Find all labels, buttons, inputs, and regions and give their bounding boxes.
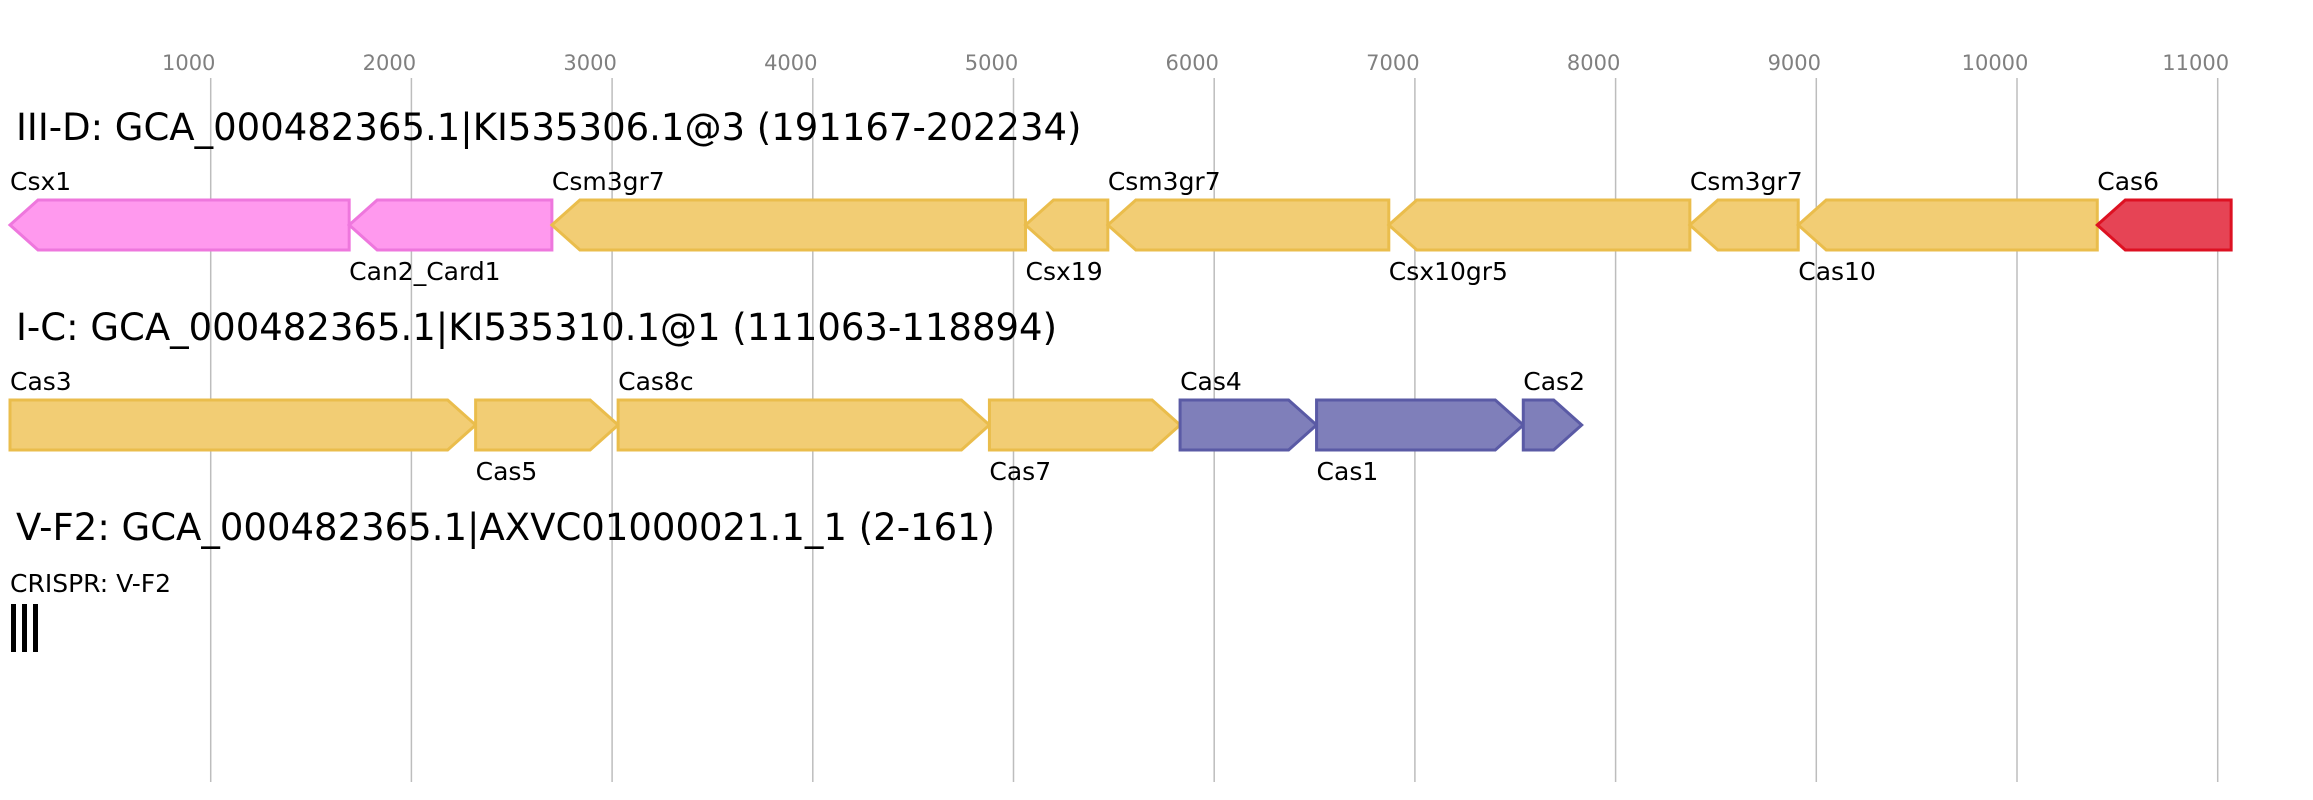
crispr-repeat: [22, 604, 27, 652]
gene-arrow-cas8c[interactable]: [616, 398, 992, 452]
crispr-repeat: [33, 604, 38, 652]
gene-label: Csx19: [1026, 257, 1103, 286]
gene-arrow-csx10gr5[interactable]: [1386, 198, 1692, 252]
gene-arrow-cas4[interactable]: [1178, 398, 1319, 452]
track-title: I-C: GCA_000482365.1|KI535310.1@1 (11106…: [16, 306, 1057, 349]
track: V-F2: GCA_000482365.1|AXVC01000021.1_1 (…: [10, 506, 995, 652]
crispr-repeat: [11, 604, 16, 652]
tick-label: 4000: [764, 51, 817, 75]
gene-label: Csm3gr7: [552, 167, 665, 196]
gene-arrow-can2-card1[interactable]: [346, 198, 554, 252]
tick-label: 11000: [2162, 51, 2229, 75]
tick-label: 10000: [1962, 51, 2029, 75]
gene-label: Cas1: [1317, 457, 1379, 486]
gene-label: Cas6: [2097, 167, 2159, 196]
crispr-label: CRISPR: V-F2: [10, 569, 171, 598]
track-title: III-D: GCA_000482365.1|KI535306.1@3 (191…: [16, 106, 1081, 149]
gene-label: Cas7: [989, 457, 1051, 486]
track-title: V-F2: GCA_000482365.1|AXVC01000021.1_1 (…: [16, 506, 995, 549]
tick-label: 1000: [162, 51, 215, 75]
gene-label: Cas5: [476, 457, 538, 486]
gene-label: Csx10gr5: [1389, 257, 1508, 286]
tick-label: 9000: [1768, 51, 1821, 75]
gene-label: Cas4: [1180, 367, 1242, 396]
gene-arrow-csm3gr7[interactable]: [1687, 198, 1800, 252]
gene-arrow-cas5[interactable]: [474, 398, 621, 452]
tick-label: 5000: [965, 51, 1018, 75]
gene-arrow-csx1[interactable]: [7, 198, 351, 252]
gene-arrow-cas10[interactable]: [1795, 198, 2099, 252]
gene-arrow-cas2[interactable]: [1521, 398, 1584, 452]
tracks: III-D: GCA_000482365.1|KI535306.1@3 (191…: [7, 106, 2233, 652]
gene-arrow-cas7[interactable]: [987, 398, 1183, 452]
gene-label: Csm3gr7: [1690, 167, 1803, 196]
gene-arrow-csx19[interactable]: [1023, 198, 1110, 252]
track: III-D: GCA_000482365.1|KI535306.1@3 (191…: [7, 106, 2233, 286]
tick-label: 7000: [1366, 51, 1419, 75]
gene-label: Cas8c: [618, 367, 693, 396]
tick-label: 3000: [563, 51, 616, 75]
track: I-C: GCA_000482365.1|KI535310.1@1 (11106…: [8, 306, 1585, 486]
gene-label: Csm3gr7: [1108, 167, 1221, 196]
gene-arrow-cas3[interactable]: [8, 398, 478, 452]
gene-arrow-csm3gr7[interactable]: [1105, 198, 1391, 252]
tick-label: 8000: [1567, 51, 1620, 75]
tick-label: 2000: [363, 51, 416, 75]
gene-label: Csx1: [10, 167, 71, 196]
gene-label: Cas10: [1798, 257, 1876, 286]
gene-label: Cas3: [10, 367, 72, 396]
gene-label: Can2_Card1: [349, 257, 500, 286]
gene-label: Cas2: [1523, 367, 1585, 396]
gene-arrow-cas1[interactable]: [1315, 398, 1526, 452]
gene-arrow-cas6[interactable]: [2095, 198, 2233, 252]
gene-arrow-csm3gr7[interactable]: [549, 198, 1028, 252]
tick-label: 6000: [1165, 51, 1218, 75]
